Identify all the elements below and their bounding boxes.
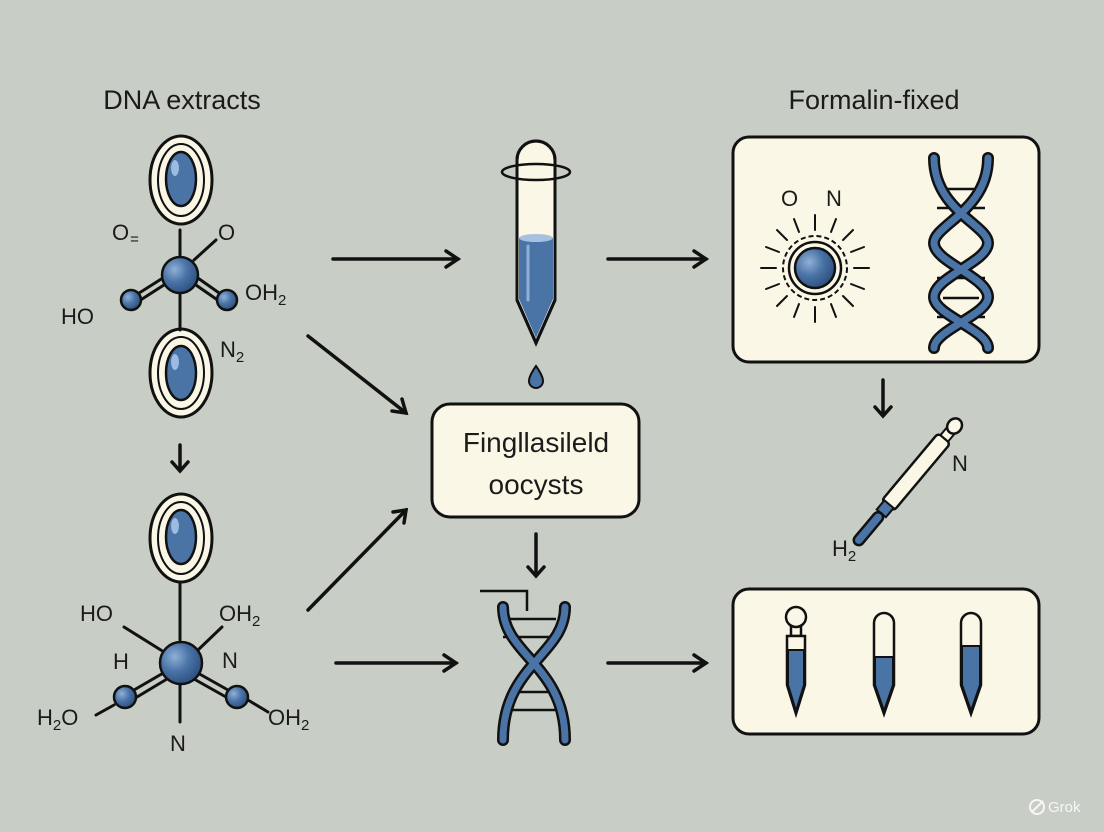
watermark-text: Grok [1048, 799, 1081, 816]
arrow-dna-to-panel [606, 653, 710, 673]
label-n-bottom: N [170, 731, 186, 756]
oocyst-cell-top [148, 134, 214, 226]
label-o-right: O [218, 220, 235, 245]
label-oh2-top: OH2 [245, 280, 286, 309]
droplet [527, 364, 545, 389]
label-n-right: N [222, 648, 238, 673]
sample-tube-2 [872, 611, 896, 718]
grok-watermark: Grok [1029, 799, 1081, 816]
arrow-panel-down [873, 378, 893, 419]
label-n-pipette: N [952, 451, 968, 476]
label-ho-top: HO [61, 304, 94, 329]
arrow-bottom-to-dna [334, 653, 460, 673]
formalin-fixed-title: Formalin-fixed [788, 85, 959, 115]
arrow-left-down [170, 443, 190, 474]
arrow-diagonal-up [306, 507, 409, 612]
molecule-top [119, 228, 239, 332]
fixed-particle [760, 214, 870, 323]
label-n2: N2 [220, 337, 244, 366]
oocysts-box-line1: Fingllasileld [463, 427, 609, 458]
label-o-panel: O [781, 186, 798, 211]
arrow-box-down [526, 532, 546, 579]
label-ho-bottom: HO [80, 601, 113, 626]
label-h: H [113, 649, 129, 674]
dna-extracts-title: DNA extracts [103, 85, 261, 115]
label-oh2-bottom-top: OH2 [219, 601, 260, 630]
label-n-panel: N [826, 186, 842, 211]
dna-helix-panel [927, 152, 995, 354]
molecule-bottom [94, 581, 270, 724]
sample-tube-3 [959, 611, 983, 718]
arrow-diagonal-down [306, 334, 409, 416]
oocysts-box [430, 402, 641, 519]
label-oh2-bottom-right: OH2 [268, 705, 309, 734]
arrow-tube-to-panel [606, 249, 710, 269]
sample-tube-1 [784, 605, 808, 719]
label-h2-pipette: H2 [832, 536, 856, 565]
oocyst-cell-lower [148, 492, 214, 584]
oocyst-cell-middle [148, 327, 214, 419]
label-h2o: H2O [37, 705, 78, 734]
formalin-panel [731, 135, 1041, 364]
pipette [852, 417, 964, 547]
dna-helix-bottom [480, 589, 571, 746]
label-o-left: O= [112, 220, 139, 248]
oocysts-box-line2: oocysts [489, 469, 584, 500]
arrow-top-to-tube [331, 249, 462, 269]
test-tube [500, 139, 572, 347]
